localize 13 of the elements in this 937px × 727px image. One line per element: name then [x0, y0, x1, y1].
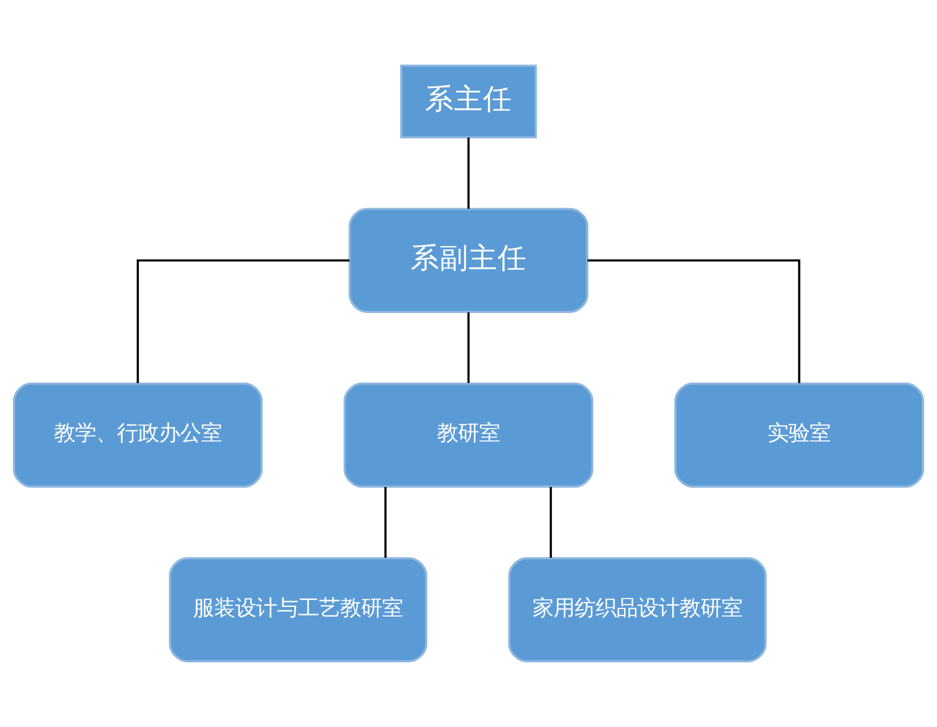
connector [136, 259, 350, 384]
connector [467, 138, 470, 209]
node-box: 系副主任 [348, 208, 588, 314]
node-box: 教研室 [344, 382, 594, 488]
connector [384, 487, 387, 558]
connector [467, 312, 470, 384]
connector [587, 259, 800, 384]
node-box: 教学、行政办公室 [12, 382, 263, 488]
connector [550, 487, 552, 558]
node-box: 系主任 [400, 64, 537, 138]
node-box: 家用纺织品设计教研室 [508, 557, 767, 662]
node-box: 服装设计与工艺教研室 [168, 557, 428, 662]
node-box: 实验室 [674, 382, 924, 488]
